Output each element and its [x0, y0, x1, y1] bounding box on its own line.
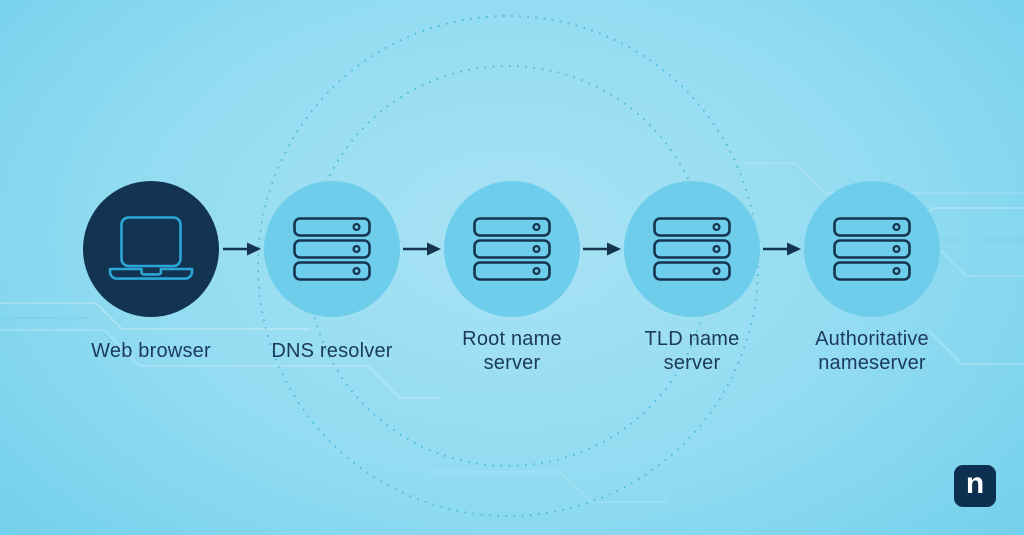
node-label-root-name-server: Root name server	[462, 328, 562, 374]
server-stack-icon	[653, 217, 731, 281]
node-label-dns-resolver: DNS resolver	[271, 340, 393, 362]
ninjaone-logo: n	[954, 465, 996, 507]
node-label-tld-name-server: TLD name server	[644, 328, 740, 374]
node-root-name-server	[444, 181, 580, 317]
server-stack-icon	[833, 217, 911, 281]
server-stack-icon	[473, 217, 551, 281]
node-authoritative-nameserver	[804, 181, 940, 317]
laptop-icon	[108, 216, 194, 280]
logo-letter: n	[965, 467, 985, 500]
arrow-right-icon	[583, 242, 621, 256]
arrow-right-icon	[403, 242, 441, 256]
node-web-browser	[83, 181, 219, 317]
node-label-web-browser: Web browser	[91, 340, 211, 362]
node-dns-resolver	[264, 181, 400, 317]
arrow-right-icon	[223, 242, 261, 256]
node-label-authoritative-nameserver: Authoritative nameserver	[815, 328, 929, 374]
server-stack-icon	[293, 217, 371, 281]
node-tld-name-server	[624, 181, 760, 317]
arrow-right-icon	[763, 242, 801, 256]
